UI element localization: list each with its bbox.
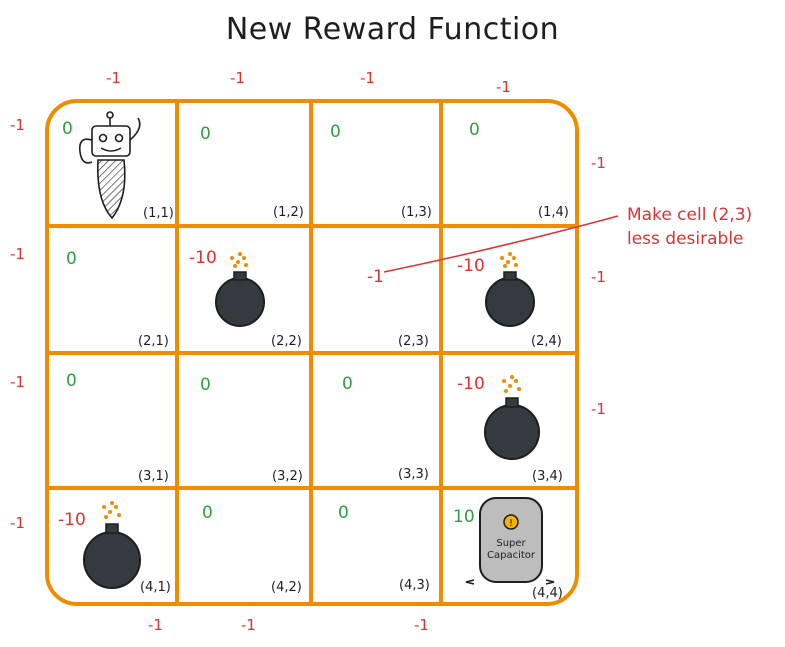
reward-4-3: 0 xyxy=(338,503,349,523)
boundary-penalties: -1 -1 -1 -1 -1 -1 -1 -1 -1 -1 -1 -1 -1 -… xyxy=(10,69,606,634)
coord-4-3: (4,3) xyxy=(399,578,430,593)
right-penalty-3: -1 xyxy=(591,400,606,418)
coord-1-1: (1,1) xyxy=(143,206,174,221)
capacitor-label-line-1: Super xyxy=(496,538,526,549)
coord-2-3: (2,3) xyxy=(398,334,429,349)
reward-4-2: 0 xyxy=(202,503,213,523)
reward-2-2: -10 xyxy=(189,248,217,268)
coord-3-4: (3,4) xyxy=(532,469,563,484)
reward-1-1: 0 xyxy=(62,119,73,139)
bottom-penalty-3: -1 xyxy=(414,616,429,634)
top-penalty-1: -1 xyxy=(106,69,121,87)
reward-2-3: -1 xyxy=(367,267,384,287)
cell-coordinates: (1,1) (1,2) (1,3) (1,4) (2,1) (2,2) (2,3… xyxy=(138,205,569,601)
robot-icon xyxy=(78,111,141,220)
cell-rewards: 0 0 0 0 0 -10 -1 -10 0 0 0 -10 -10 0 0 1… xyxy=(58,119,485,530)
reward-3-4: -10 xyxy=(457,374,485,394)
left-penalty-1: -1 xyxy=(10,116,25,134)
coord-2-1: (2,1) xyxy=(138,334,169,349)
coord-1-2: (1,2) xyxy=(273,205,304,220)
top-penalty-4: -1 xyxy=(496,78,511,96)
coord-4-1: (4,1) xyxy=(140,580,171,595)
bomb-icon-3-4 xyxy=(484,375,540,460)
coord-2-4: (2,4) xyxy=(531,334,562,349)
coord-4-4: (4,4) xyxy=(532,586,563,601)
coord-3-2: (3,2) xyxy=(272,469,303,484)
right-penalty-2: -1 xyxy=(591,268,606,286)
bomb-icon-2-4 xyxy=(485,252,535,327)
reward-4-4: 10 xyxy=(453,507,475,527)
coord-1-3: (1,3) xyxy=(401,205,432,220)
reward-3-1: 0 xyxy=(66,371,77,391)
left-penalty-3: -1 xyxy=(10,373,25,391)
diagram-title: New Reward Function xyxy=(225,12,560,47)
bomb-icon-4-1 xyxy=(83,501,141,589)
annotation-line-1: Make cell (2,3) xyxy=(627,205,752,225)
annotation-line-2: less desirable xyxy=(627,229,744,249)
reward-2-4: -10 xyxy=(457,256,485,276)
bomb-icon-2-2 xyxy=(215,252,265,327)
coord-4-2: (4,2) xyxy=(271,580,302,595)
left-penalty-2: -1 xyxy=(10,245,25,263)
reward-2-1: 0 xyxy=(66,249,77,269)
reward-1-3: 0 xyxy=(330,122,341,142)
capacitor-symbol: ! xyxy=(509,518,513,529)
bottom-penalty-1: -1 xyxy=(148,616,163,634)
bottom-penalty-2: -1 xyxy=(241,616,256,634)
coord-2-2: (2,2) xyxy=(271,334,302,349)
grid xyxy=(45,99,579,606)
left-penalty-4: -1 xyxy=(10,514,25,532)
coord-1-4: (1,4) xyxy=(538,205,569,220)
reward-3-3: 0 xyxy=(342,374,353,394)
reward-3-2: 0 xyxy=(200,375,211,395)
right-penalty-1: -1 xyxy=(591,154,606,172)
capacitor-label-line-2: Capacitor xyxy=(487,550,536,561)
annotation: Make cell (2,3) less desirable xyxy=(383,205,752,273)
coord-3-1: (3,1) xyxy=(138,469,169,484)
top-penalty-2: -1 xyxy=(230,69,245,87)
coord-3-3: (3,3) xyxy=(398,467,429,482)
top-penalty-3: -1 xyxy=(360,69,375,87)
reward-4-1: -10 xyxy=(58,510,86,530)
reward-1-4: 0 xyxy=(469,120,480,140)
super-capacitor-icon: ! Super Capacitor xyxy=(465,497,555,585)
annotation-arrow xyxy=(383,215,619,273)
reward-1-2: 0 xyxy=(200,124,211,144)
